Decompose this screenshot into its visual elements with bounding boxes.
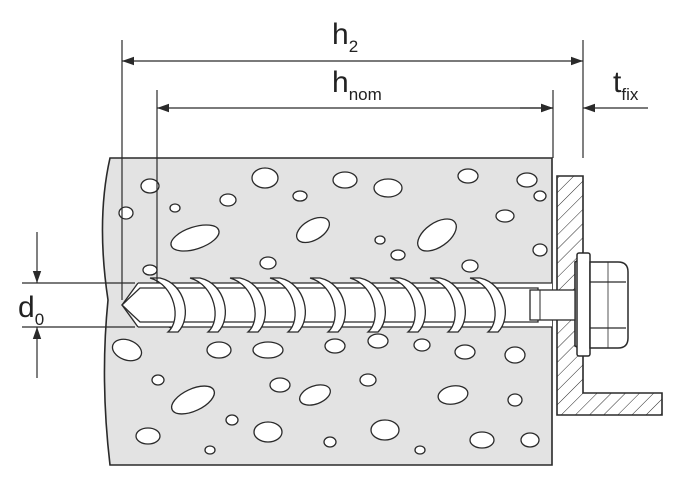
screw-anchor bbox=[121, 252, 629, 357]
dimension-lines bbox=[22, 40, 648, 378]
label-hnom: hnom bbox=[332, 66, 382, 104]
washer bbox=[576, 252, 591, 357]
hex-head bbox=[589, 261, 629, 349]
label-d0: d0 bbox=[18, 291, 44, 329]
screw-thread bbox=[149, 277, 506, 333]
label-tfix: tfix bbox=[613, 66, 639, 104]
label-h2: h2 bbox=[332, 18, 358, 56]
